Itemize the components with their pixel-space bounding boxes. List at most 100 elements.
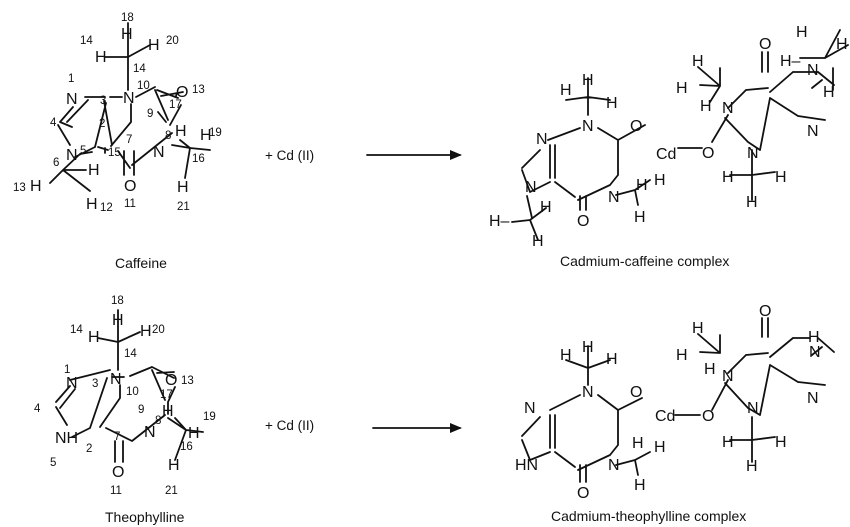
theo-num-7: 7 (114, 431, 120, 443)
caffeine-num-11: 11 (124, 198, 136, 210)
cdtheo-h-r4: H (722, 434, 734, 451)
cdtheo-h-r2: H (692, 320, 704, 337)
caption-caffeine: Caffeine (115, 255, 167, 271)
cdtheo-n-r2: N (809, 344, 821, 361)
reagent-bottom: + Cd (II) (265, 418, 314, 433)
caffeine-atom-h16-top: H (175, 123, 187, 140)
reagent-top: + Cd (II) (265, 148, 314, 163)
cdtheo-n-mid: N (608, 457, 620, 474)
caffeine-num-7: 7 (126, 134, 132, 146)
cdtheo-h-r1: H (676, 347, 688, 364)
caffeine-atom-h12: H (86, 196, 98, 213)
cdcaf-h-r6: H (746, 194, 758, 211)
theo-num-2: 2 (86, 443, 92, 455)
caffeine-num-4: 4 (50, 117, 57, 129)
cdcaf-n-r3: N (807, 123, 819, 140)
theo-atom-n8: N (144, 424, 156, 441)
theo-num-10: 10 (126, 386, 139, 398)
cadmium-caffeine-complex-structure: H H H N O Cd N N N H H H O H– H H O N H … (489, 24, 849, 250)
cdcaf-cd: Cd (656, 146, 676, 163)
caffeine-num-14b: 14 (133, 63, 146, 75)
theo-atom-nh5: NH (55, 430, 78, 447)
caffeine-num-3: 3 (100, 95, 106, 107)
caffeine-num-2: 2 (99, 118, 105, 130)
theo-num-3: 3 (92, 378, 98, 390)
theo-num-4: 4 (34, 403, 41, 415)
theo-num-9: 9 (138, 404, 144, 416)
caffeine-atom-o11: O (124, 178, 136, 195)
caffeine-atom-n10: N (123, 90, 135, 107)
cdcaf-n-left-top: N (536, 131, 548, 148)
caffeine-atom-n8: N (153, 144, 165, 161)
cdcaf-h-r3: H (700, 98, 712, 115)
theo-atom-o17: O (165, 372, 177, 389)
cdtheo-o-right: O (702, 408, 714, 425)
theo-num-11: 11 (110, 485, 122, 497)
theo-atom-h21: H (168, 457, 180, 474)
cdtheo-h-r6: H (746, 458, 758, 475)
cdcaf-h-r2: H (692, 53, 704, 70)
cd-caffeine-bonds-right (697, 29, 849, 201)
caffeine-atom-h19: H (200, 127, 212, 144)
theo-num-1: 1 (64, 364, 70, 376)
cdtheo-o-bottom: O (577, 485, 589, 502)
cdtheo-hn-left: HN (515, 457, 538, 474)
theo-atom-n1: N (66, 375, 78, 392)
cdcaf-n-r2: N (807, 62, 819, 79)
cdcaf-n-top: N (582, 118, 594, 135)
cdcaf-h-i: H (532, 233, 544, 250)
cdcaf-h-r1: H (676, 80, 688, 97)
theo-num-20: 20 (152, 324, 165, 336)
theo-num-8: 8 (155, 415, 161, 427)
cdcaf-h-e: H (654, 172, 666, 189)
caption-cadmium-caffeine: Cadmium-caffeine complex (560, 253, 729, 269)
caffeine-atom-n5: N (66, 147, 78, 164)
caffeine-num-8: 8 (165, 130, 171, 142)
cdcaf-h-r7: H– (780, 53, 801, 70)
cdtheo-o-r: O (759, 303, 771, 320)
cdcaf-h-r10: H (836, 36, 848, 53)
caffeine-num-10: 10 (137, 80, 150, 92)
caffeine-num-16: 16 (192, 153, 205, 165)
cdcaf-n-left-bottom: N (525, 179, 537, 196)
cdcaf-h-r9: H (823, 84, 835, 101)
caffeine-num-19: 19 (209, 127, 222, 139)
cdtheo-h-r3: H (704, 361, 716, 378)
cadmium-theophylline-complex-structure: H H H N O Cd N HN N H H H O O N H H H O … (515, 303, 835, 502)
caffeine-atom-h18: H (121, 26, 133, 43)
cdtheo-h-b: H (582, 339, 594, 356)
caffeine-num-15: 15 (108, 147, 121, 159)
caffeine-num-14a: 14 (80, 35, 93, 47)
caffeine-num-18: 18 (121, 12, 134, 24)
cd-theo-bonds-right (697, 317, 835, 463)
caffeine-num-20: 20 (166, 35, 179, 47)
theo-num-13: 13 (181, 375, 194, 387)
theo-num-5: 5 (50, 457, 56, 469)
theo-num-14a: 14 (70, 324, 83, 336)
cdtheo-n-left-top: N (524, 400, 536, 417)
caffeine-num-12: 12 (100, 202, 113, 214)
caffeine-double-bonds (66, 91, 184, 123)
cdcaf-n-r1: N (722, 100, 734, 117)
cdtheo-n-r1: N (722, 368, 734, 385)
theo-num-14b: 14 (124, 348, 137, 360)
cdtheo-h-c: H (606, 351, 618, 368)
cdcaf-h-b: H (582, 72, 594, 89)
cdtheo-h-d: H (632, 435, 644, 452)
caffeine-num-6: 6 (53, 157, 59, 169)
cdcaf-h-r5: H (775, 169, 787, 186)
cdtheo-h-f: H (634, 477, 646, 494)
cdcaf-h-f: H (634, 209, 646, 226)
caffeine-num-17: 17 (169, 99, 182, 111)
cdcaf-h-r4: H (722, 169, 734, 186)
cdtheo-h-a: H (560, 347, 572, 364)
caption-cadmium-theophylline: Cadmium-theophylline complex (551, 508, 746, 524)
caffeine-atom-o17: O (176, 84, 188, 101)
cdtheo-n-top: N (582, 384, 594, 401)
theo-atom-o11: O (112, 464, 124, 481)
caffeine-atom-n1: N (66, 91, 78, 108)
theo-num-19: 19 (203, 411, 216, 423)
theophylline-structure: N NH N N O O H H H H H H 18 14 20 14 1 3… (34, 295, 216, 497)
theo-num-18: 18 (111, 295, 124, 307)
